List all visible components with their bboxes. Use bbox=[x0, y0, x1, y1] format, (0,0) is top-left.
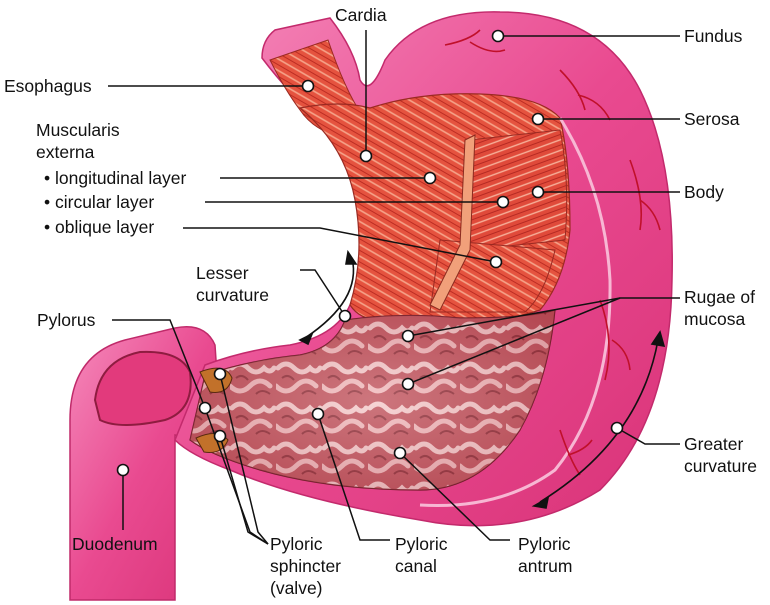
label-cardia: Cardia bbox=[335, 5, 387, 25]
label-muscularis-line2: externa bbox=[36, 142, 95, 162]
label-body: Body bbox=[684, 182, 724, 202]
label-canal-line2: canal bbox=[395, 556, 437, 576]
label-antrum-line2: antrum bbox=[518, 556, 573, 576]
label-greater-curvature: Greater curvature bbox=[684, 433, 757, 477]
label-lesser-line2: curvature bbox=[196, 285, 269, 305]
label-longitudinal-layer: • longitudinal layer bbox=[44, 168, 187, 188]
label-muscularis-externa: Muscularis externa bbox=[36, 119, 120, 163]
label-antrum-line1: Pyloric bbox=[518, 534, 571, 554]
label-duodenum: Duodenum bbox=[72, 534, 158, 554]
label-greater-line2: curvature bbox=[684, 456, 757, 476]
label-rugae-line1: Rugae of bbox=[684, 287, 756, 307]
label-sphincter-line1: Pyloric bbox=[270, 534, 323, 554]
label-sphincter-line3: (valve) bbox=[270, 578, 323, 598]
label-rugae-of-mucosa: Rugae of mucosa bbox=[684, 286, 755, 330]
label-esophagus: Esophagus bbox=[4, 76, 92, 96]
label-fundus: Fundus bbox=[684, 26, 743, 46]
label-lesser-line1: Lesser bbox=[196, 263, 249, 283]
label-pyloric-canal: Pyloric canal bbox=[395, 533, 448, 577]
label-oblique-layer: • oblique layer bbox=[44, 217, 155, 237]
label-muscularis-line1: Muscularis bbox=[36, 120, 120, 140]
label-pyloric-antrum: Pyloric antrum bbox=[518, 533, 572, 577]
label-canal-line1: Pyloric bbox=[395, 534, 448, 554]
label-lesser-curvature: Lesser curvature bbox=[196, 262, 269, 306]
marker-dots bbox=[116, 29, 624, 477]
label-serosa: Serosa bbox=[684, 109, 740, 129]
label-rugae-line2: mucosa bbox=[684, 309, 746, 329]
label-circular-layer: • circular layer bbox=[44, 192, 155, 212]
label-greater-line1: Greater bbox=[684, 434, 744, 454]
label-pyloric-sphincter: Pyloric sphincter (valve) bbox=[270, 533, 341, 599]
label-pylorus: Pylorus bbox=[37, 310, 96, 330]
label-sphincter-line2: sphincter bbox=[270, 556, 342, 576]
leader-lines bbox=[108, 30, 680, 545]
